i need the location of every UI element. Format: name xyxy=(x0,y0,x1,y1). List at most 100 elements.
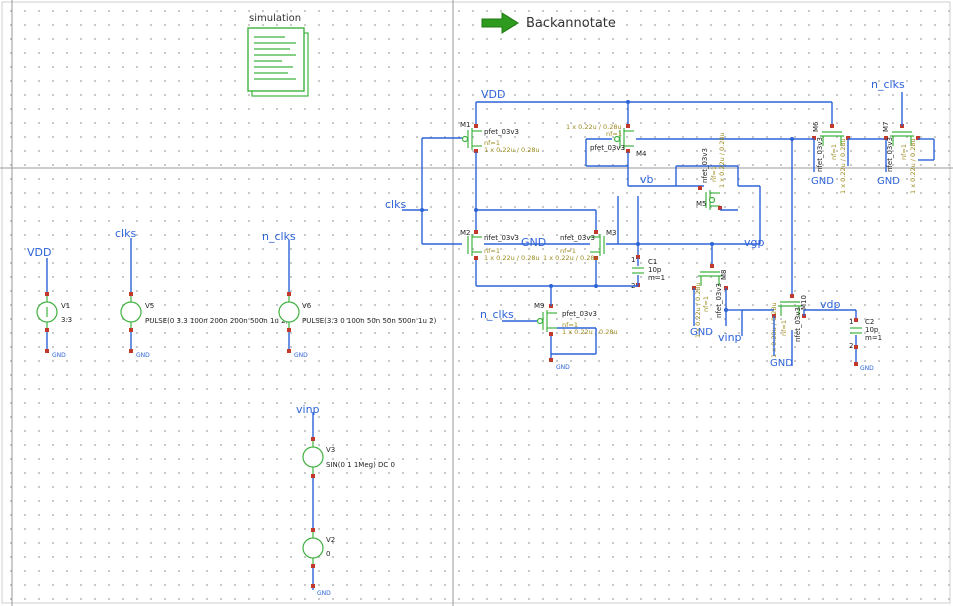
v2-value: 0 xyxy=(326,550,330,558)
transistor-m4[interactable]: M4 pfet_03v3 nf=1 1 x 0.22u / 0.28u xyxy=(566,123,647,158)
m6-model: nfet_03v3 xyxy=(816,137,824,172)
v6-net-label: n_clks xyxy=(262,230,296,243)
net-vdp: vdp xyxy=(820,298,840,311)
c2-name: C2 xyxy=(865,318,874,326)
m4-model: pfet_03v3 xyxy=(590,144,625,152)
backannotate-label: Backannotate xyxy=(526,15,616,31)
v2-gnd: GND xyxy=(317,590,331,597)
transistor-m1[interactable]: M1 pfet_03v3 nf=1 1 x 0.22u / 0.28u xyxy=(460,121,540,154)
m5-name: M5 xyxy=(696,200,707,208)
net-n-clks-m9: n_clks xyxy=(480,308,514,321)
m7-model: nfet_03v3 xyxy=(886,137,894,172)
net-gnd-m8: GND xyxy=(690,327,713,338)
v3-value: SIN(0 1 1Meg) DC 0 xyxy=(326,461,395,469)
simulation-label: simulation xyxy=(249,13,302,24)
transistor-m9[interactable]: M9 pfet_03v3 nf=1 1 x 0.22u / 0.28u xyxy=(534,302,618,336)
net-vdd: VDD xyxy=(481,88,505,101)
m10-nf: nf=1 xyxy=(780,320,788,336)
source-v5[interactable]: V5 PULSE(0 3.3 100n 200n 200n 500n 1u 2)… xyxy=(120,238,289,359)
v1-gnd: GND xyxy=(52,352,66,359)
m10-model: nfet_03v3 xyxy=(794,307,802,342)
m2-nf: nf=1 xyxy=(484,247,500,255)
m9-gnd: GND xyxy=(556,364,570,371)
m9-size: 1 x 0.22u / 0.28u xyxy=(562,328,618,336)
v1-net-label: VDD xyxy=(27,246,51,259)
capacitor-c2[interactable]: C2 10p m=1 1 2 GND xyxy=(849,310,882,372)
net-vinp: vinp xyxy=(718,331,742,344)
m5-nf: nf=1 xyxy=(710,166,718,182)
m6-name: M6 xyxy=(812,121,820,132)
m2-name: M2 xyxy=(460,229,471,237)
m4-nf: nf=1 xyxy=(606,130,622,138)
source-v1[interactable]: V1 3.3 GND xyxy=(36,258,72,359)
net-vb: vb xyxy=(640,173,654,186)
m1-size: 1 x 0.22u / 0.28u xyxy=(484,146,540,154)
v1-value: 3.3 xyxy=(61,316,72,324)
v3-net-label: vinp xyxy=(296,403,320,416)
m7-size: 1 x 0.22u / 0.28u xyxy=(909,138,917,194)
v6-value: PULSE(3.3 0 100n 50n 50n 500n 1u 2) xyxy=(302,317,437,325)
v5-value: PULSE(0 3.3 100n 200n 200n 500n 1u 2) xyxy=(145,317,289,325)
v6-name: V6 xyxy=(302,302,312,310)
m8-name: M8 xyxy=(720,270,728,281)
m9-name: M9 xyxy=(534,302,545,310)
m6-size: 1 x 0.22u / 0.28u xyxy=(839,138,847,194)
m1-model: pfet_03v3 xyxy=(484,128,519,136)
m4-size: 1 x 0.22u / 0.28u xyxy=(566,123,622,131)
transistor-m2[interactable]: M2 nfet_03v3 nf=1 1 x 0.22u / 0.28u xyxy=(460,229,540,262)
m7-name: M7 xyxy=(882,122,890,133)
c1-mult: m=1 xyxy=(648,274,665,282)
m9-model: pfet_03v3 xyxy=(562,310,597,318)
source-v2[interactable]: V2 0 GND xyxy=(302,528,335,597)
m5-model: nfet_03v3 xyxy=(701,148,709,183)
m3-name: M3 xyxy=(606,229,617,237)
transistor-m10[interactable]: M10 1 x 0.28u / 0.28u nf=1 nfet_03v3 xyxy=(770,294,808,358)
m3-nf: nf=1 xyxy=(560,247,576,255)
source-v6[interactable]: V6 PULSE(3.3 0 100n 50n 50n 500n 1u 2) G… xyxy=(278,240,437,359)
v1-name: V1 xyxy=(61,302,70,310)
capacitor-c1[interactable]: C1 10p m=1 1 2 xyxy=(631,255,665,290)
c1-pin1: 1 xyxy=(631,256,635,264)
v3-name: V3 xyxy=(326,446,335,454)
c2-value: 10p xyxy=(865,326,879,334)
m8-nf: nf=1 xyxy=(702,296,710,312)
c1-name: C1 xyxy=(648,258,657,266)
transistor-m3[interactable]: M3 nfet_03v3 nf=1 1 x 0.22u / 0.28u xyxy=(543,229,617,262)
net-vgp: vgp xyxy=(744,236,764,249)
transistor-m6[interactable]: M6 nfet_03v3 nf=1 1 x 0.22u / 0.28u xyxy=(812,121,850,194)
net-n-clks-top: n_clks xyxy=(871,78,905,91)
v2-name: V2 xyxy=(326,536,335,544)
m1-name: M1 xyxy=(460,121,471,129)
v6-gnd: GND xyxy=(294,352,308,359)
c2-gnd: GND xyxy=(860,365,874,372)
m2-model: nfet_03v3 xyxy=(484,234,519,242)
v5-net-label: clks xyxy=(115,227,136,240)
net-gnd-m10: GND xyxy=(770,358,793,369)
m6-nf: nf=1 xyxy=(830,144,838,160)
c1-value: 10p xyxy=(648,266,662,274)
transistor-m5[interactable]: M5 nfet_03v3 nf=1 1 x 0.22u / 0.28u xyxy=(696,132,726,210)
m2-size: 1 x 0.22u / 0.28u xyxy=(484,254,540,262)
m4-name: M4 xyxy=(636,150,647,158)
backannotate-button[interactable]: Backannotate xyxy=(480,12,616,34)
c2-pin2: 2 xyxy=(849,342,853,350)
m8-model: nfet_03v3 xyxy=(715,283,723,318)
net-gnd-m7: GND xyxy=(877,176,900,187)
document-stack-icon[interactable] xyxy=(247,27,309,97)
m8-size: 1 x 0.22u / 0.28u xyxy=(694,282,702,338)
m7-nf: nf=1 xyxy=(900,144,908,160)
arrow-right-icon xyxy=(481,12,519,34)
m9-nf: nf=1 xyxy=(562,321,578,329)
v5-name: V5 xyxy=(145,302,154,310)
v5-gnd: GND xyxy=(136,352,150,359)
net-clks: clks xyxy=(385,198,406,211)
m1-nf: nf=1 xyxy=(484,139,500,147)
m5-size: 1 x 0.22u / 0.28u xyxy=(718,132,726,188)
net-gnd-mid: GND xyxy=(521,236,546,249)
net-gnd-m6: GND xyxy=(811,176,834,187)
source-v3[interactable]: V3 SIN(0 1 1Meg) DC 0 xyxy=(302,412,395,530)
m10-name: M10 xyxy=(800,295,808,310)
